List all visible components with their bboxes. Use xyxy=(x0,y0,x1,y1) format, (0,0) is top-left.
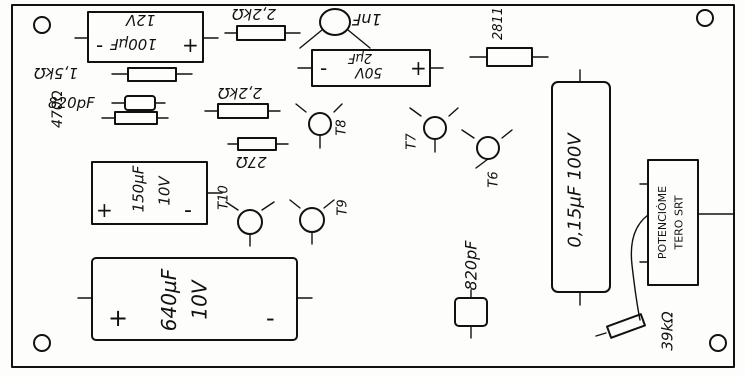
label-cap-100uF-plus: + xyxy=(182,33,199,57)
label-cap-150uF-minus: - xyxy=(184,198,192,223)
label-cap-015uF: 0,15µF 100V xyxy=(564,133,586,248)
label-pot-1: POTENCIÓME xyxy=(656,185,670,260)
label-res-2k2-top: 2,2kΩ xyxy=(232,5,277,23)
diode-2811 xyxy=(486,47,533,67)
capacitor-820pF-center xyxy=(454,297,488,327)
label-cap-640uF-voltage: 10V xyxy=(187,280,212,320)
transistor-T8 xyxy=(295,103,343,149)
resistor-2k2-top xyxy=(236,25,286,41)
label-cap-640uF-value: 640µF xyxy=(157,268,182,332)
transistor-T10 xyxy=(225,201,275,247)
label-cap-150uF-value: 150µF xyxy=(129,165,148,213)
resistor-27 xyxy=(237,137,277,151)
label-cap-2uF-minus: - xyxy=(320,56,328,80)
capacitor-640uF-body xyxy=(91,257,298,341)
label-cap-100uF-value: 100µF xyxy=(110,35,157,53)
potentiometer-body xyxy=(647,159,699,286)
wire-pot-to-39k xyxy=(630,214,649,321)
transistor-T7 xyxy=(409,107,459,153)
label-cap-1nF: 1nF xyxy=(352,10,382,29)
label-tr-T7: T7 xyxy=(404,133,420,150)
label-cap-820pF-left: 820pF xyxy=(48,94,95,112)
capacitor-100uF-body xyxy=(87,11,204,63)
label-cap-150uF-plus: + xyxy=(96,198,113,222)
transistor-T6 xyxy=(461,129,513,169)
mounting-hole-bottom-left xyxy=(33,334,51,352)
label-diode-2811: 2811 xyxy=(491,6,507,41)
capacitor-1nF-disc xyxy=(319,8,351,36)
label-tr-T8: T8 xyxy=(334,119,350,136)
label-res-470: 470Ω xyxy=(50,90,66,128)
mounting-hole-bottom-right xyxy=(709,334,727,352)
label-cap-100uF-minus: - xyxy=(96,33,104,57)
label-tr-T6: T6 xyxy=(486,171,502,188)
label-pot-2: TERO SRT xyxy=(672,195,686,250)
board-outline xyxy=(11,4,735,368)
label-cap-640uF-minus: - xyxy=(266,304,275,332)
label-res-2k2-mid: 2,2kΩ xyxy=(218,84,263,102)
capacitor-820pF-left xyxy=(124,95,156,111)
label-tr-T9: T9 xyxy=(335,199,351,216)
capacitor-015uF-body xyxy=(551,81,611,293)
mounting-hole-top-left xyxy=(33,16,51,34)
resistor-470 xyxy=(114,111,158,125)
resistor-2k2-mid xyxy=(217,103,269,119)
label-cap-2uF-value: 2µF xyxy=(348,50,373,65)
label-res-1k5: 1,5kΩ xyxy=(34,64,79,82)
label-cap-100uF-voltage: 12V xyxy=(126,11,156,29)
resistor-1k5 xyxy=(127,67,177,82)
label-cap-820pF-center: 820pF xyxy=(461,240,481,291)
label-cap-150uF-voltage: 10V xyxy=(155,176,174,206)
label-res-39k: 39kΩ xyxy=(658,311,677,351)
resistor-39k xyxy=(606,313,646,339)
mounting-hole-top-right xyxy=(696,9,714,27)
label-tr-T10: T10 xyxy=(216,185,232,210)
label-cap-2uF-plus: + xyxy=(410,56,427,80)
label-res-27: 27Ω xyxy=(236,153,267,171)
transistor-T9 xyxy=(289,199,335,245)
label-cap-2uF-voltage: 50V xyxy=(355,64,383,80)
label-cap-640uF-plus: + xyxy=(108,304,129,332)
